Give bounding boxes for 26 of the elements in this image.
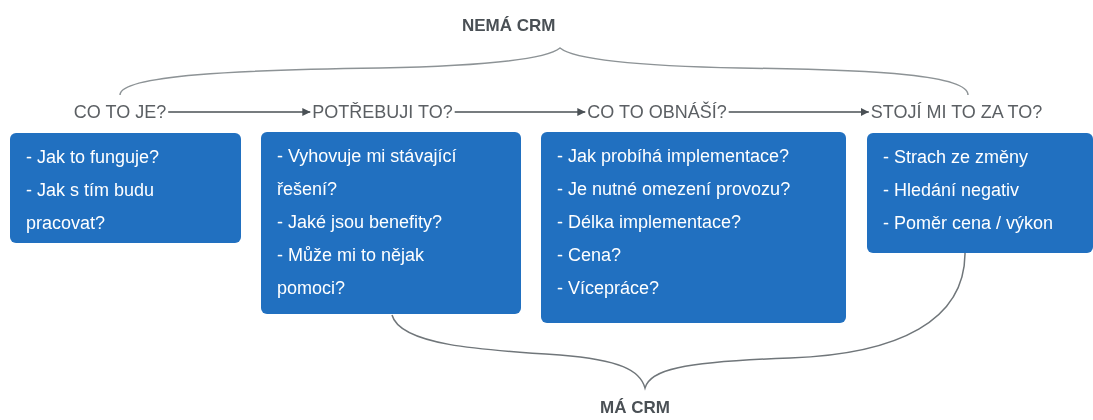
question-box [541,132,846,323]
question-text: - Jaké jsou benefity? [277,211,444,234]
stage-heading: CO TO OBNÁŠÍ? [587,100,727,124]
stage-heading: CO TO JE? [73,101,167,124]
arrow [728,108,870,116]
question-text: - Může mi to nějak pomoci? [277,244,426,300]
question-text: - Délka implementace? [557,211,743,234]
group-label: MÁ CRM [600,398,670,418]
stage-heading: POTŘEBUJI TO? [312,101,453,124]
question-text: - Vyhovuje mi stávající řešení? [277,145,458,201]
question-text: - Jak to funguje? [26,146,161,169]
question-box [10,133,241,243]
question-text: - Je nutné omezení provozu? [557,178,792,201]
question-text: - Jak probíhá implementace? [557,145,791,168]
question-box [261,132,521,314]
group-label: NEMÁ CRM [462,16,556,36]
stage-heading: STOJÍ MI TO ZA TO? [870,101,1043,124]
question-text: - Poměr cena / výkon [883,212,1055,235]
arrow [454,108,586,116]
question-text: - Strach ze změny [883,146,1030,169]
question-text: - Cena? [557,244,623,267]
arrow [167,108,311,116]
question-box [867,133,1093,253]
question-text: - Vícepráce? [557,277,661,300]
question-text: - Hledání negativ [883,179,1021,202]
question-text: - Jak s tím budu pracovat? [26,179,156,235]
